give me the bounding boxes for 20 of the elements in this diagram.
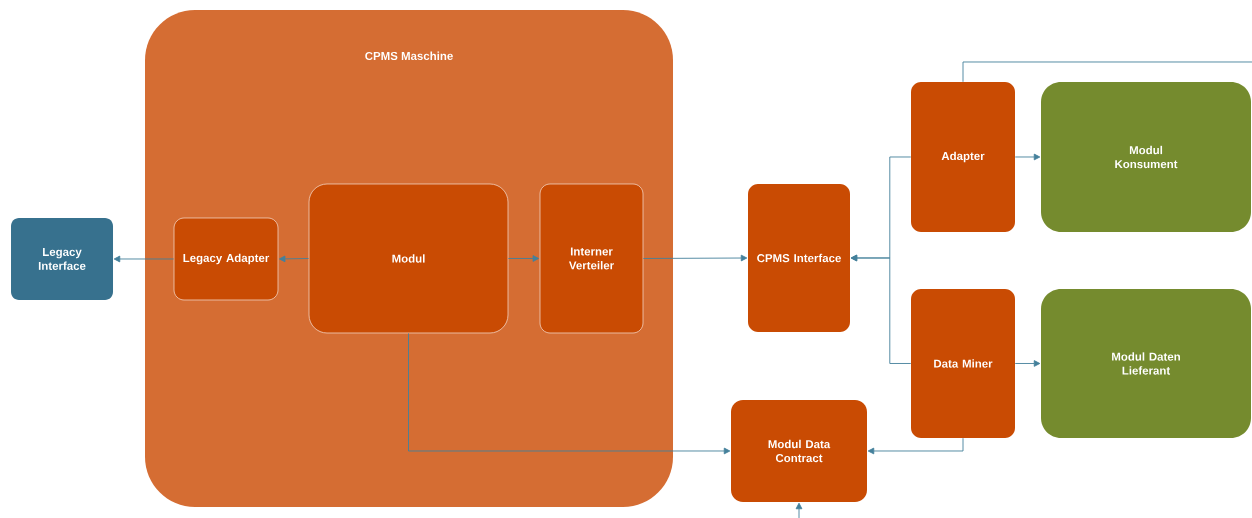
interface-box: CPMS Interface	[748, 184, 850, 332]
arrow	[113, 255, 175, 263]
supplier-box: Modul Daten Lieferant	[1041, 289, 1251, 438]
arrow	[867, 437, 964, 455]
module-box: Modul	[308, 183, 509, 334]
miner-box: Data Miner	[911, 289, 1015, 438]
arrow	[408, 332, 731, 455]
consumer-box: Modul Konsument	[1041, 82, 1251, 232]
arrow	[1014, 360, 1041, 367]
contract-box: Modul Data Contract	[731, 400, 867, 502]
arrow	[1014, 153, 1041, 161]
arrow	[642, 254, 748, 262]
interface-box: Legacy Interface	[11, 218, 113, 300]
adapter-box: Adapter	[911, 82, 1015, 232]
distributor-box: Interner Verteiler	[539, 183, 644, 334]
arrow	[795, 502, 803, 518]
adapter-box: Legacy Adapter	[173, 217, 279, 301]
arrow	[278, 255, 310, 263]
arrow	[850, 254, 912, 364]
arrow	[507, 255, 540, 262]
